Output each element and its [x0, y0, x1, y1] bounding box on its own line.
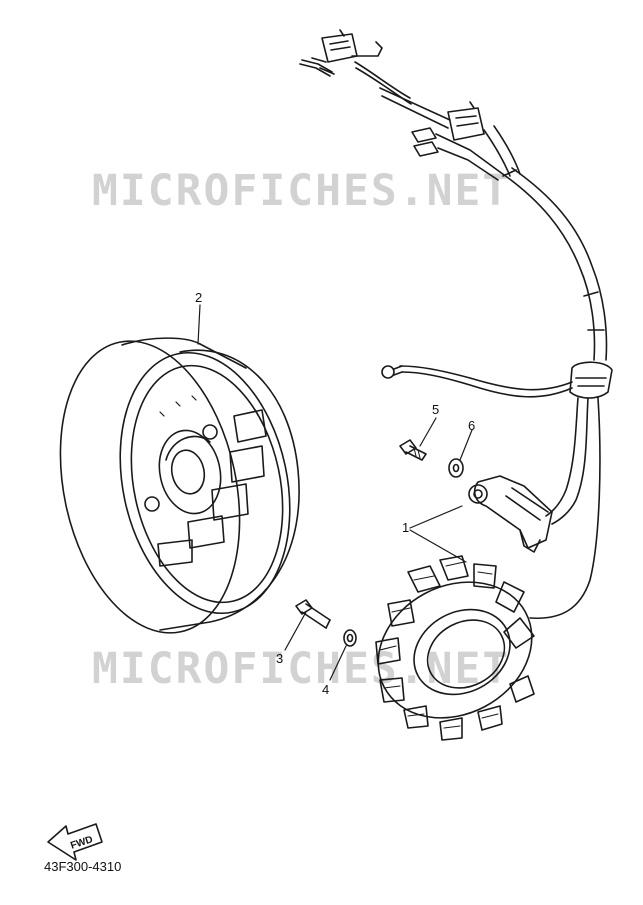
callout-4: 4 — [322, 682, 329, 697]
pickup-coil — [468, 475, 553, 553]
washer-4 — [343, 629, 357, 647]
callout-3: 3 — [276, 651, 283, 666]
bolt-3 — [295, 599, 331, 629]
callouts: 1 2 3 4 5 6 — [195, 290, 475, 697]
rotor — [59, 337, 300, 634]
watermark-top: MICROFICHES.NET — [92, 166, 510, 216]
diagram-code: 43F300-4310 — [44, 859, 121, 874]
callout-2: 2 — [195, 290, 202, 305]
screw-5 — [399, 439, 427, 461]
wire-harness — [299, 29, 613, 620]
watermark-bottom: MICROFICHES.NET — [92, 644, 510, 694]
fwd-arrow-icon: FWD — [47, 823, 103, 861]
callout-6: 6 — [468, 418, 475, 433]
callout-1: 1 — [402, 520, 409, 535]
callout-5: 5 — [432, 402, 439, 417]
leader-lines — [197, 304, 473, 681]
stator — [375, 555, 535, 741]
washer-6 — [448, 458, 464, 478]
